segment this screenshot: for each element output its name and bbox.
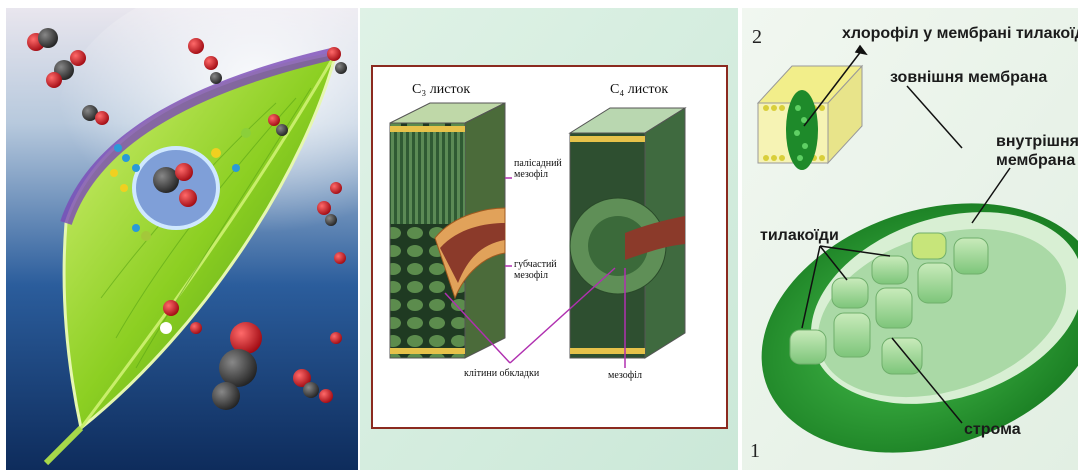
label-palisade-mesophyll-1: палісадний xyxy=(514,158,562,169)
label-thylakoids: тилакоїди xyxy=(760,226,839,245)
label-chlorophyll-in-thylakoid-membrane: хлорофіл у мембрані тилакоїду xyxy=(842,24,1078,43)
label-outer-membrane: зовнішня мембрана xyxy=(890,68,1047,87)
c4-leaf-block xyxy=(570,108,685,358)
label-inner-membrane-2: мембрана xyxy=(996,151,1075,170)
chloroplast-structure: 2 1 хлорофіл у мембрані тилакоїду зовніш… xyxy=(742,8,1078,470)
label-spongy-mesophyll-2: мезофіл xyxy=(514,270,548,281)
figure-number-1: 1 xyxy=(750,440,760,463)
c4-leaf-title: C₄ листок xyxy=(610,82,668,98)
figure-number-2: 2 xyxy=(752,26,762,49)
c3-c4-leaf-anatomy: C₃ листок C₄ листок палісадний мезофіл г… xyxy=(360,8,738,470)
label-palisade-mesophyll-2: мезофіл xyxy=(514,169,548,180)
label-bundle-sheath-cells: клітини обкладки xyxy=(464,368,539,379)
c3-leaf-title: C₃ листок xyxy=(412,82,470,98)
leaf-co2-illustration xyxy=(6,8,358,470)
label-inner-membrane-1: внутрішня xyxy=(996,132,1078,151)
c3-leaf-block xyxy=(390,103,505,358)
label-c4-mesophyll: мезофіл xyxy=(608,370,642,381)
label-spongy-mesophyll-1: губчастий xyxy=(514,259,557,270)
label-stroma: строма xyxy=(964,420,1021,439)
